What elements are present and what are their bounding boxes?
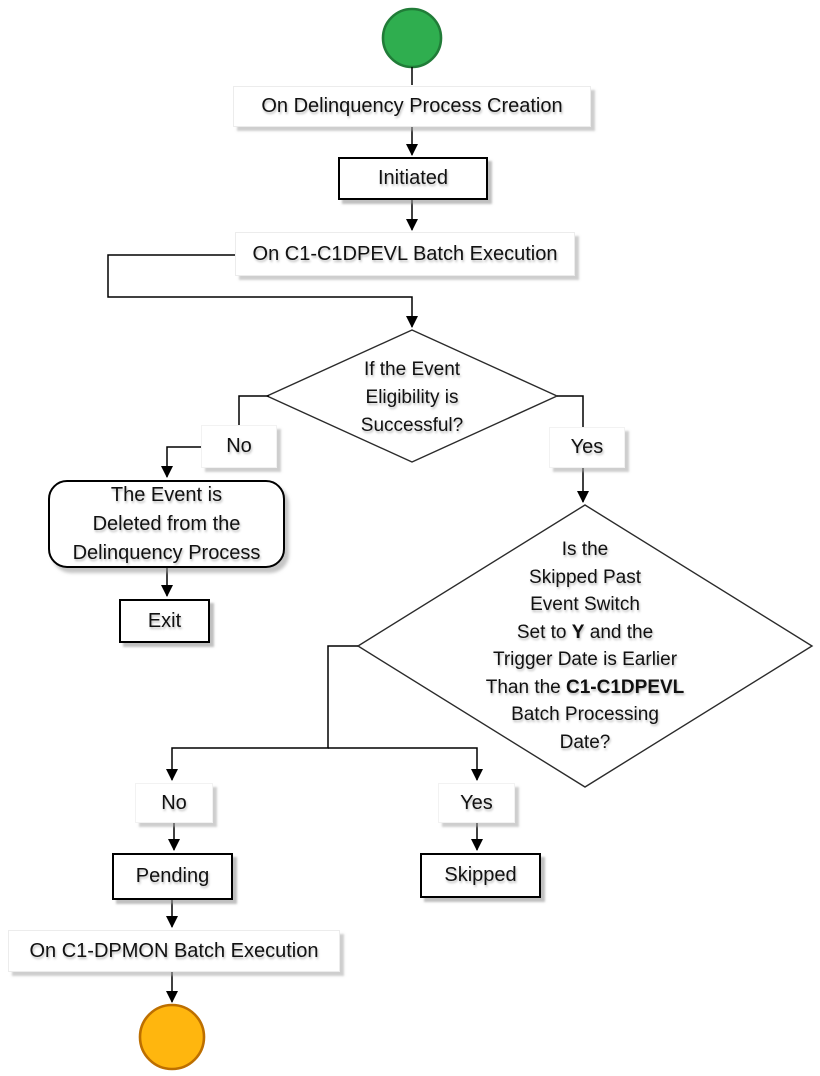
branch-label-text: No	[226, 435, 252, 457]
state-label-text: Initiated	[377, 167, 449, 189]
decision-line: Skipped Past	[529, 566, 641, 588]
connector-skipcheck-to-no2	[166, 645, 358, 781]
connector-eligibility-to-yes1	[557, 395, 584, 429]
decision-line: Date?	[559, 731, 611, 753]
action-line: Deleted from the	[92, 512, 241, 535]
action-box-event-deleted: The Event is Deleted from the Delinquenc…	[48, 480, 285, 568]
action-line: Delinquency Process	[72, 541, 261, 564]
decision-line: Eligibility is	[365, 387, 459, 408]
branch-label-no-eligibility: No	[201, 425, 277, 468]
event-label-text: On C1-C1DPEVL Batch Execution	[252, 242, 558, 265]
state-box-exit: Exit	[119, 599, 210, 643]
branch-label-no-skip-check: No	[135, 783, 213, 823]
decision-line: If the Event	[363, 359, 461, 380]
event-label-on-c1dpevl-batch-execution: On C1-C1DPEVL Batch Execution	[235, 232, 575, 276]
state-label-text: Pending	[135, 865, 210, 887]
state-box-initiated: Initiated	[338, 157, 488, 200]
branch-label-text: Yes	[570, 436, 604, 458]
state-label-text: Skipped	[444, 864, 517, 886]
action-line: The Event is	[110, 483, 223, 506]
event-label-on-c1dpmon-batch-execution: On C1-DPMON Batch Execution	[8, 930, 340, 972]
state-label-text: Exit	[147, 609, 182, 632]
state-box-pending: Pending	[112, 853, 233, 900]
connector-skipcheck-to-yes2	[328, 747, 483, 781]
decision-line: Successful?	[360, 415, 464, 436]
branch-label-yes-skip-check: Yes	[438, 783, 515, 823]
decision-skip-check-shape	[356, 504, 814, 788]
decision-eligibility-shape	[265, 329, 559, 463]
event-label-text: On C1-DPMON Batch Execution	[29, 939, 319, 962]
decision-skip-check-text: Is the Skipped Past Event Switch Set to …	[460, 536, 710, 756]
decision-line: Event Switch	[530, 594, 640, 615]
event-label-on-delinquency-process-creation: On Delinquency Process Creation	[233, 86, 591, 127]
end-terminal-icon	[138, 1003, 206, 1071]
branch-label-text: Yes	[460, 791, 493, 814]
state-box-skipped: Skipped	[420, 853, 541, 898]
connector-no1-to-delete	[161, 446, 202, 478]
branch-label-text: No	[161, 791, 187, 814]
decision-line: Trigger Date is Earlier	[492, 649, 678, 670]
start-terminal-icon	[381, 7, 443, 69]
decision-line: Set to Y and the	[516, 621, 654, 643]
branch-label-yes-eligibility: Yes	[549, 427, 625, 468]
event-label-text: On Delinquency Process Creation	[261, 95, 563, 117]
decision-line: Batch Processing	[511, 704, 659, 725]
decision-line: Than the C1-C1DPEVL	[485, 676, 685, 698]
connector-eligibility-to-no1	[238, 395, 269, 427]
decision-eligibility-text: If the Event Eligibility is Successful?	[302, 356, 522, 440]
connector-c1dpevl-to-eligibility	[107, 254, 418, 328]
decision-line: Is the	[561, 539, 609, 560]
